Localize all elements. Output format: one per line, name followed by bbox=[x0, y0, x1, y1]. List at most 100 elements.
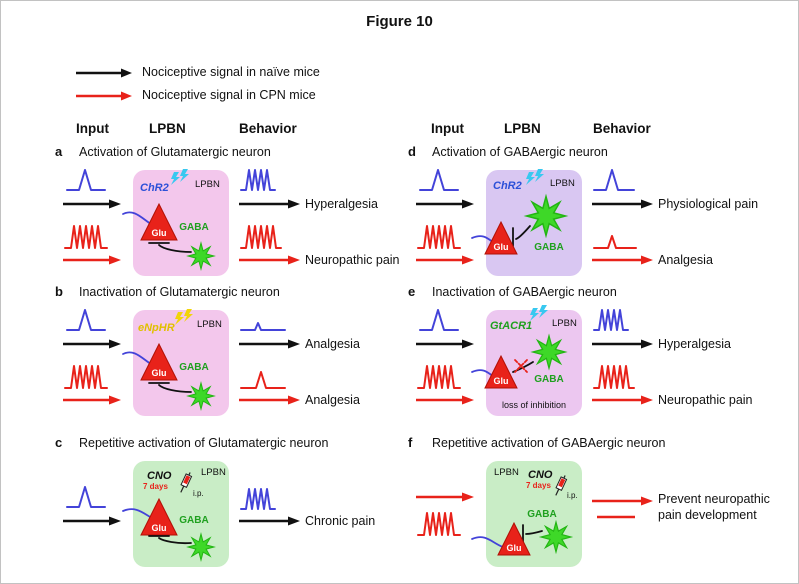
panel-a-diagram: ChR2 LPBN Glu GABA bbox=[63, 169, 300, 276]
opsin-label: eNpHR bbox=[138, 322, 175, 334]
panel-d-diagram: ChR2 LPBN GABA Glu bbox=[416, 169, 653, 276]
naive-input-trace bbox=[66, 169, 106, 191]
panel-c-diagram: CNO 7 days i.p. LPBN Glu GABA bbox=[63, 461, 300, 567]
behavior-naive: Analgesia bbox=[305, 337, 360, 351]
naive-input-arrow bbox=[416, 339, 474, 349]
gaba-label: GABA bbox=[179, 222, 208, 233]
lpbn-box bbox=[486, 310, 582, 416]
cpn-input-trace bbox=[64, 225, 108, 249]
gaba-neuron-icon bbox=[523, 193, 569, 239]
cpn-output-arrow bbox=[592, 496, 653, 506]
naive-output-trace bbox=[240, 322, 286, 331]
panel-e-diagram: GtACR1 LPBN GABA Glu loss of inhibition bbox=[416, 305, 653, 416]
naive-input-arrow bbox=[63, 339, 121, 349]
behavior-cpn: Neuropathic pain bbox=[658, 393, 753, 407]
light-stim-icon bbox=[175, 309, 193, 325]
behavior-cpn: Neuropathic pain bbox=[305, 253, 400, 267]
panel-a: a Activation of Glutamatergic neuron ChR… bbox=[53, 144, 401, 286]
panel-b-diagram: eNpHR LPBN Glu GABA bbox=[63, 309, 300, 416]
glu-label: Glu bbox=[494, 242, 509, 252]
cpn-input-arrow bbox=[416, 492, 474, 502]
syringe-icon bbox=[555, 475, 568, 496]
cpn-input-arrow bbox=[416, 255, 474, 265]
naive-output-arrow bbox=[592, 339, 653, 349]
behavior-cpn: Analgesia bbox=[305, 393, 360, 407]
lpbn-label: LPBN bbox=[201, 467, 226, 478]
glu-neuron-icon bbox=[484, 220, 518, 255]
panel-d-title: Activation of GABAergic neuron bbox=[432, 145, 608, 159]
glu-label: Glu bbox=[152, 368, 167, 378]
cpn-output-arrow bbox=[592, 395, 653, 405]
naive-input-arrow bbox=[416, 199, 474, 209]
panel-f-letter: f bbox=[408, 435, 413, 450]
cpn-input-arrow bbox=[416, 395, 474, 405]
gaba-neuron-icon bbox=[186, 381, 216, 411]
opsin-label: ChR2 bbox=[493, 180, 522, 192]
drug-label: CNO bbox=[147, 470, 172, 482]
opsin-label: GtACR1 bbox=[490, 320, 532, 332]
inhibitory-axon bbox=[158, 244, 192, 253]
behavior-cpn: Prevent neuropathic pain development bbox=[658, 492, 770, 522]
inhibitory-axon bbox=[515, 225, 531, 240]
behavior-naive: Hyperalgesia bbox=[305, 197, 378, 211]
cpn-input-trace bbox=[417, 512, 461, 536]
lpbn-label: LPBN bbox=[552, 318, 577, 329]
panel-b: b Inactivation of Glutamatergic neuron e… bbox=[53, 284, 401, 426]
behavior-naive: Hyperalgesia bbox=[658, 337, 731, 351]
naive-input-arrow bbox=[63, 516, 121, 526]
panel-f-diagram: LPBN CNO 7 days i.p. GABA Glu bbox=[416, 461, 653, 567]
header-behavior-left: Behavior bbox=[239, 121, 297, 136]
panel-f-title: Repetitive activation of GABAergic neuro… bbox=[432, 436, 666, 450]
gaba-neuron-icon bbox=[530, 333, 568, 371]
loss-of-inhibition-x-icon bbox=[514, 359, 528, 373]
panel-c: c Repetitive activation of Glutamatergic… bbox=[53, 435, 401, 577]
cpn-input-arrow bbox=[63, 395, 121, 405]
cpn-output-arrow bbox=[592, 255, 653, 265]
naive-output-arrow bbox=[592, 199, 653, 209]
inhibitory-axon bbox=[158, 384, 192, 393]
inhibitory-axon bbox=[525, 530, 543, 535]
duration-label: 7 days bbox=[526, 481, 551, 490]
header-input-left: Input bbox=[76, 121, 109, 136]
cpn-input-arrow bbox=[63, 255, 121, 265]
lpbn-label: LPBN bbox=[550, 178, 575, 189]
gaba-label: GABA bbox=[534, 242, 563, 253]
glu-neuron-icon bbox=[140, 202, 178, 241]
syringe-icon bbox=[180, 472, 193, 493]
glu-neuron-icon bbox=[140, 497, 178, 536]
gaba-label: GABA bbox=[527, 509, 556, 520]
gaba-label: GABA bbox=[534, 374, 563, 385]
drug-label: CNO bbox=[528, 469, 553, 481]
route-label: i.p. bbox=[193, 489, 204, 498]
cpn-output-trace bbox=[240, 225, 282, 249]
gaba-neuron-icon bbox=[186, 241, 216, 271]
behavior-naive: Physiological pain bbox=[658, 197, 759, 211]
light-stim-icon bbox=[530, 305, 548, 321]
lpbn-label: LPBN bbox=[197, 319, 222, 330]
panel-a-title: Activation of Glutamatergic neuron bbox=[79, 145, 271, 159]
behavior-cpn: Analgesia bbox=[658, 253, 713, 267]
naive-output-trace bbox=[593, 169, 635, 191]
glu-label: Glu bbox=[494, 376, 509, 386]
cpn-output-trace bbox=[240, 371, 286, 389]
naive-input-trace bbox=[66, 309, 106, 331]
glu-label: Glu bbox=[152, 523, 167, 533]
panel-d: d Activation of GABAergic neuron ChR2 LP… bbox=[406, 144, 798, 286]
opsin-label: ChR2 bbox=[140, 182, 169, 194]
cpn-input-trace bbox=[417, 225, 461, 249]
lpbn-label: LPBN bbox=[494, 467, 519, 478]
naive-output-trace bbox=[240, 169, 276, 191]
naive-input-trace bbox=[66, 486, 106, 508]
naive-output-arrow bbox=[239, 516, 300, 526]
cpn-output-arrow bbox=[239, 395, 300, 405]
gaba-neuron-icon bbox=[538, 519, 574, 555]
cpn-input-trace bbox=[64, 365, 108, 389]
naive-output-trace bbox=[240, 488, 276, 510]
duration-label: 7 days bbox=[143, 482, 168, 491]
panel-e: e Inactivation of GABAergic neuron GtACR… bbox=[406, 284, 798, 426]
gaba-neuron-icon bbox=[186, 532, 216, 562]
panel-e-letter: e bbox=[408, 284, 416, 299]
panel-b-title: Inactivation of Glutamatergic neuron bbox=[79, 285, 280, 299]
legend-cpn-label: Nociceptive signal in CPN mice bbox=[142, 88, 316, 102]
